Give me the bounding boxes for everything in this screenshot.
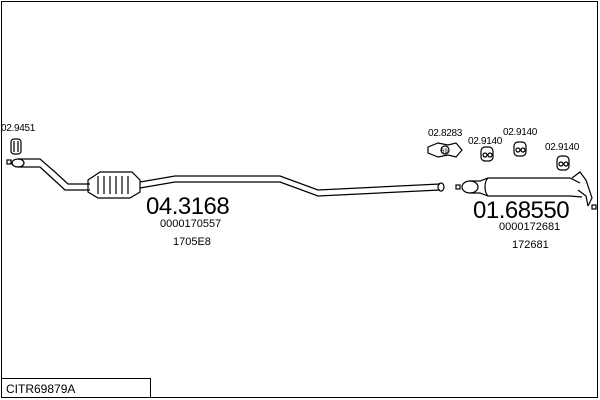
front-pipe-drawing bbox=[6, 158, 445, 199]
front-pipe-number: 04.3168 bbox=[146, 193, 230, 220]
rear-silencer-number: 01.68550 bbox=[473, 197, 570, 224]
svg-text:69: 69 bbox=[441, 149, 448, 155]
gasket-icon: 69 bbox=[427, 142, 463, 158]
front-pipe-alt-number: 1705E8 bbox=[173, 236, 211, 248]
clamp-front-label: 02.9451 bbox=[1, 123, 36, 134]
hanger-1-label: 02.9140 bbox=[468, 136, 503, 147]
rear-silencer-alt-number: 172681 bbox=[512, 239, 549, 251]
rear-silencer-oe-number: 0000172681 bbox=[499, 221, 561, 233]
hanger-3-label: 02.9140 bbox=[545, 142, 580, 153]
gasket-label: 02.8283 bbox=[428, 128, 463, 139]
hanger-icon bbox=[513, 141, 527, 157]
hanger-2-label: 02.9140 bbox=[503, 127, 538, 138]
front-pipe-oe-number: 0000170557 bbox=[160, 218, 222, 230]
hanger-icon bbox=[556, 155, 570, 171]
rear-silencer-drawing bbox=[455, 171, 597, 210]
hanger-icon bbox=[480, 146, 494, 162]
clamp-icon bbox=[10, 138, 22, 155]
reference-code-box: CITR69879A bbox=[1, 378, 151, 398]
reference-code: CITR69879A bbox=[6, 382, 76, 396]
